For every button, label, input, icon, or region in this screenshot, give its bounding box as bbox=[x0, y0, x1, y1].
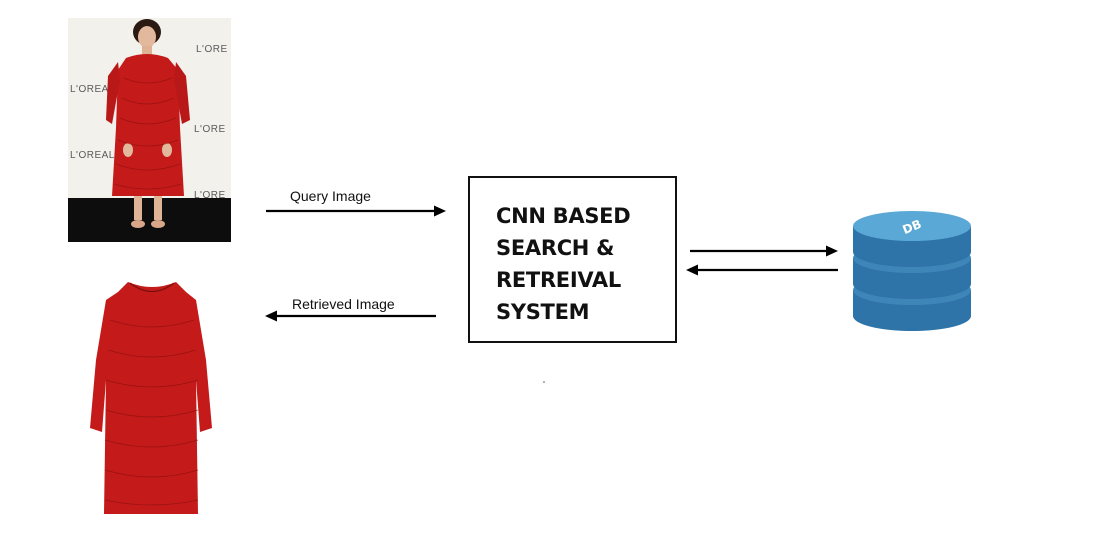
system-box-text: CNN BASED SEARCH & RETREIVAL SYSTEM bbox=[496, 204, 631, 324]
query-image-label: Query Image bbox=[290, 188, 371, 204]
database-icon: DB bbox=[853, 211, 971, 331]
db-to-system-arrow bbox=[686, 264, 838, 276]
retrieved-image bbox=[90, 282, 212, 514]
backdrop-brand-text: L'ORE bbox=[196, 44, 228, 55]
stray-dot bbox=[543, 381, 545, 383]
woman-in-red-dress bbox=[106, 19, 190, 228]
backdrop-brand-text: L'OREAL bbox=[70, 150, 115, 161]
red-carpet-floor bbox=[68, 198, 231, 242]
database-label: DB bbox=[901, 217, 924, 237]
retrieved-arrow bbox=[265, 310, 436, 322]
query-arrow bbox=[266, 205, 446, 217]
retrieved-image-label: Retrieved Image bbox=[292, 296, 395, 312]
query-image: L'ORE L'OREAL L'ORE L'OREAL L'ORE bbox=[68, 18, 231, 242]
backdrop-brand-text: L'ORE bbox=[194, 190, 226, 201]
backdrop-brand-text: L'ORE bbox=[194, 124, 226, 135]
system-to-db-arrow bbox=[690, 245, 838, 257]
backdrop-brand-text: L'OREAL bbox=[70, 84, 115, 95]
cnn-search-retrieval-system-box: CNN BASED SEARCH & RETREIVAL SYSTEM bbox=[468, 176, 677, 343]
